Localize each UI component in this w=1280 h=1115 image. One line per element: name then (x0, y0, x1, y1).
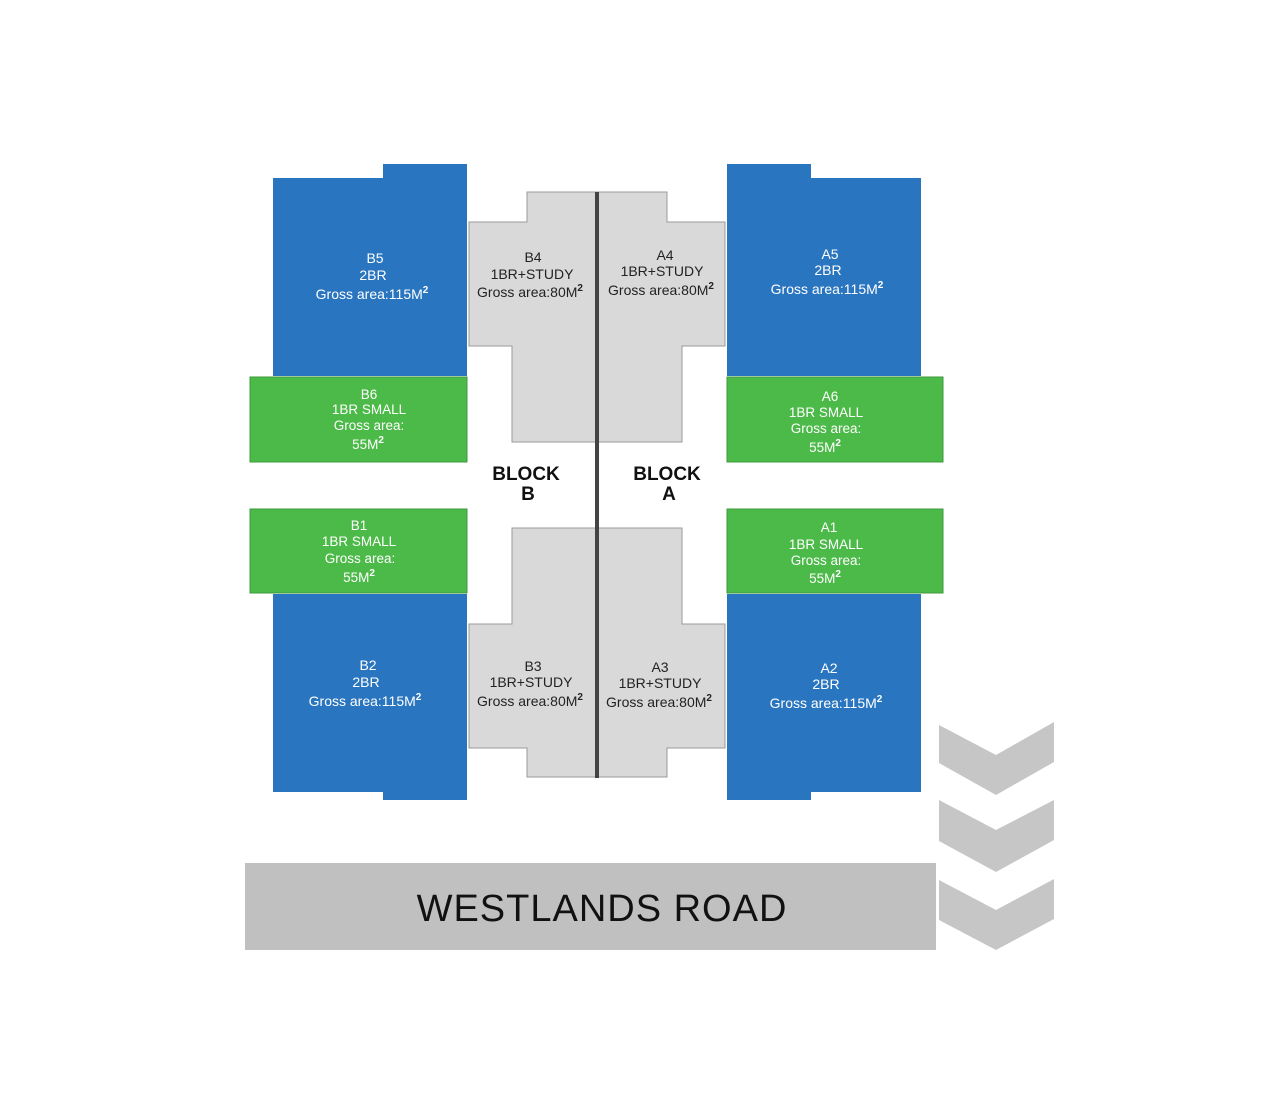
block-divider (595, 192, 599, 778)
road-label: WESTLANDS ROAD (417, 888, 788, 930)
unit-a1-shape (726, 508, 944, 594)
unit-a2-type: 2BR (812, 676, 839, 692)
unit-a6-type: 1BR SMALL (789, 405, 864, 420)
unit-b6-label: B6 1BR SMALL Gross area: 55M2 (332, 387, 407, 452)
unit-b5-area: Gross area:115M2 (316, 285, 429, 302)
unit-a1-id: A1 (821, 520, 838, 535)
unit-a4-label: A4 1BR+STUDY Gross area:80M2 (608, 247, 714, 298)
unit-b4-id: B4 (524, 249, 541, 265)
block-b-line1: BLOCK (492, 464, 560, 485)
unit-a3-type: 1BR+STUDY (619, 675, 703, 691)
unit-b3-type: 1BR+STUDY (490, 674, 574, 690)
unit-b5-shape (273, 164, 467, 376)
unit-a6-area-label: Gross area: (791, 421, 862, 436)
unit-b3-label: B3 1BR+STUDY Gross area:80M2 (477, 658, 583, 709)
unit-a5-area: Gross area:115M2 (771, 280, 884, 297)
block-a-line2: A (662, 484, 676, 505)
unit-a6-shape (726, 376, 944, 463)
unit-a1-area-value: 55M2 (809, 569, 841, 586)
unit-b2-type: 2BR (352, 674, 379, 690)
unit-b5-id: B5 (366, 250, 383, 266)
unit-b6-shape (249, 376, 468, 463)
unit-a3-area: Gross area:80M2 (606, 693, 712, 710)
unit-b1-id: B1 (351, 518, 368, 533)
unit-a2-shape (727, 594, 921, 800)
chevron-down-icon (939, 879, 1054, 950)
unit-b1-shape (249, 508, 468, 594)
unit-a2-id: A2 (820, 660, 837, 676)
unit-b4-type: 1BR+STUDY (491, 266, 575, 282)
unit-b4-area: Gross area:80M2 (477, 283, 583, 300)
unit-a3-label: A3 1BR+STUDY Gross area:80M2 (606, 659, 712, 710)
unit-a5-id: A5 (821, 246, 838, 262)
unit-a5-label: A5 2BR Gross area:115M2 (771, 246, 884, 297)
unit-a1-area-label: Gross area: (791, 553, 862, 568)
unit-a1-type: 1BR SMALL (789, 537, 864, 552)
unit-a4-id: A4 (656, 247, 673, 263)
chevron-down-icon (939, 722, 1054, 795)
unit-b1-label: B1 1BR SMALL Gross area: 55M2 (322, 518, 397, 585)
unit-b5-type: 2BR (359, 267, 386, 283)
unit-b1-type: 1BR SMALL (322, 534, 397, 549)
unit-b4-shape (468, 191, 598, 443)
block-a-line1: BLOCK (633, 464, 701, 485)
unit-a1-label: A1 1BR SMALL Gross area: 55M2 (789, 520, 864, 586)
unit-b3-area: Gross area:80M2 (477, 692, 583, 709)
unit-a3-id: A3 (651, 659, 668, 675)
road-bar (245, 863, 936, 950)
unit-b2-id: B2 (359, 657, 376, 673)
unit-b6-id: B6 (361, 387, 378, 402)
unit-a4-type: 1BR+STUDY (621, 263, 705, 279)
block-a-label: BLOCK A (633, 464, 701, 505)
unit-a6-id: A6 (822, 389, 839, 404)
unit-a2-label: A2 2BR Gross area:115M2 (770, 660, 883, 711)
unit-a5-shape (727, 164, 921, 376)
unit-a6-label: A6 1BR SMALL Gross area: 55M2 (789, 389, 864, 455)
unit-b1-area-label: Gross area: (325, 551, 396, 566)
unit-a4-area: Gross area:80M2 (608, 281, 714, 298)
unit-b3-shape (468, 527, 598, 778)
block-b-line2: B (521, 484, 535, 505)
unit-b6-type: 1BR SMALL (332, 402, 407, 417)
unit-b6-area-label: Gross area: (334, 418, 405, 433)
block-b-label: BLOCK B (492, 464, 560, 505)
unit-a4-shape (596, 191, 726, 443)
unit-a3-shape (596, 527, 726, 778)
unit-b4-label: B4 1BR+STUDY Gross area:80M2 (477, 249, 583, 300)
unit-b1-area-value: 55M2 (343, 568, 375, 585)
unit-b2-label: B2 2BR Gross area:115M2 (309, 657, 422, 709)
unit-a5-type: 2BR (814, 262, 841, 278)
chevron-down-icon (939, 800, 1054, 872)
unit-b3-id: B3 (524, 658, 541, 674)
unit-b5-label: B5 2BR Gross area:115M2 (316, 250, 429, 302)
unit-a6-area-value: 55M2 (809, 438, 841, 455)
unit-b2-area: Gross area:115M2 (309, 692, 422, 709)
unit-a2-area: Gross area:115M2 (770, 694, 883, 711)
unit-b2-shape (273, 594, 467, 800)
unit-b6-area-value: 55M2 (352, 435, 384, 452)
